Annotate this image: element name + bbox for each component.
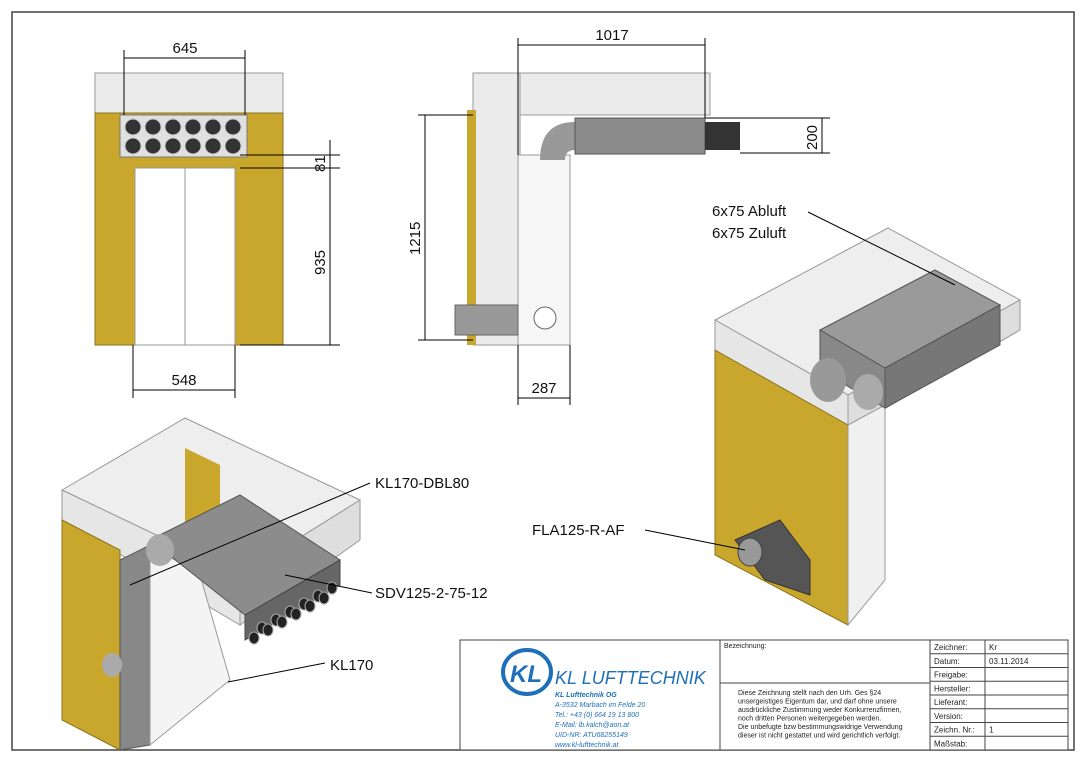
notice-line: Diese Zeichnung stellt nach den Urh. Ges… bbox=[738, 690, 881, 697]
side-view: 1017 200 1215 287 bbox=[407, 27, 830, 405]
dim-287: 287 bbox=[531, 380, 556, 397]
logo-text: KL LUFTTECHNIK bbox=[555, 668, 707, 688]
company-address: A-3532 Marbach im Felde 20 bbox=[554, 702, 645, 709]
dim-935: 935 bbox=[312, 250, 329, 275]
field-label: Freigabe: bbox=[934, 671, 968, 680]
outlet-circle bbox=[144, 118, 162, 136]
dim-1215: 1215 bbox=[407, 222, 424, 255]
outlet-circle bbox=[124, 118, 142, 136]
outlet-circle bbox=[184, 137, 202, 155]
dim-645: 645 bbox=[172, 40, 197, 57]
label-zuluft: 6x75 Zuluft bbox=[712, 225, 787, 242]
label-kl170: KL170 bbox=[330, 657, 373, 674]
company-uid: UID-NR: ATU68255149 bbox=[555, 732, 628, 739]
outlet-circle bbox=[262, 623, 274, 637]
outlet-circle bbox=[184, 118, 202, 136]
outlet-circle bbox=[224, 118, 242, 136]
outlet-circle bbox=[164, 118, 182, 136]
field-value: 1 bbox=[989, 726, 994, 735]
outlet-circle bbox=[204, 118, 222, 136]
outlet-circle bbox=[124, 137, 142, 155]
label-fla125: FLA125-R-AF bbox=[532, 522, 625, 539]
grille-outlets bbox=[124, 118, 242, 155]
field-label: Version: bbox=[934, 712, 963, 721]
outlet-circle bbox=[276, 615, 288, 629]
company-email: E-Mail: lb.kalch@aon.at bbox=[555, 722, 630, 729]
dim-1017: 1017 bbox=[595, 27, 628, 44]
notice-line: Die unbefugte bzw bestimmungswidrige Ver… bbox=[738, 724, 903, 731]
company-phone: Tel.: +43 (0) 664 19 13 800 bbox=[555, 712, 639, 719]
outlet-circle bbox=[204, 137, 222, 155]
dim-200: 200 bbox=[804, 125, 821, 150]
company-name: KL Lufttechnik OG bbox=[555, 692, 617, 699]
field-label: Hersteller: bbox=[934, 684, 970, 693]
notice-line: noch dritten Personen weitergegeben werd… bbox=[738, 716, 881, 723]
outlet-circle bbox=[318, 591, 330, 605]
field-label: Datum: bbox=[934, 657, 960, 666]
outlet-circle bbox=[248, 631, 260, 645]
outlet-circle bbox=[164, 137, 182, 155]
outlet-circle bbox=[290, 607, 302, 621]
field-label: Zeichn. Nr.: bbox=[934, 726, 975, 735]
dim-81: 81 bbox=[312, 155, 329, 172]
label-kl170-dbl80: KL170-DBL80 bbox=[375, 475, 469, 492]
field-value: 03.11.2014 bbox=[989, 657, 1029, 666]
label-abluft: 6x75 Abluft bbox=[712, 203, 787, 220]
label-sdv125: SDV125-2-75-12 bbox=[375, 585, 488, 602]
company-web: www.kl-lufttechnik.at bbox=[555, 742, 619, 749]
outlet-circle bbox=[224, 137, 242, 155]
svg-text:KL: KL bbox=[510, 661, 542, 688]
field-label: Maßstab: bbox=[934, 739, 967, 748]
front-view: 645 81 935 548 bbox=[94, 40, 340, 398]
dim-548: 548 bbox=[171, 372, 196, 389]
bezeichnung-label: Bezeichnung: bbox=[724, 643, 766, 650]
notice-line: dieser ist nicht gestattet und wird geri… bbox=[738, 733, 900, 740]
iso-view-right bbox=[713, 227, 1022, 627]
company-logo: KL KL LUFTTECHNIK bbox=[501, 648, 707, 696]
field-label: Lieferant: bbox=[934, 698, 967, 707]
field-label: Zeichner: bbox=[934, 643, 967, 652]
field-value: Kr bbox=[989, 643, 997, 652]
iso-view-left bbox=[60, 417, 362, 751]
notice-line: ausdrückliche Zustimmung weder Konkurren… bbox=[738, 707, 901, 714]
notice-line: unsergeistiges Eigentum dar, und darf oh… bbox=[738, 699, 897, 706]
outlet-circle bbox=[304, 599, 316, 613]
outlet-circle bbox=[144, 137, 162, 155]
